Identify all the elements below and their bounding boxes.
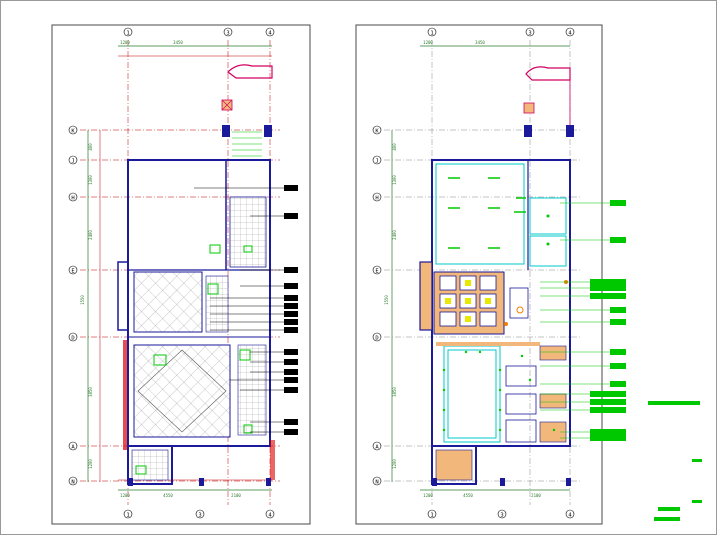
svg-text:2400: 2400 <box>88 230 93 240</box>
svg-text:1200: 1200 <box>88 459 93 469</box>
svg-text:1300: 1300 <box>392 175 397 185</box>
svg-text:3450: 3450 <box>173 40 183 45</box>
ceiling-plan-left: 1 3 4 1 3 4 K J H E D A N 1200 3450 <box>51 24 311 525</box>
sheet-frame <box>51 24 311 525</box>
grid-bubbles-top: 1 3 4 <box>123 27 275 37</box>
dimension-labels: 1200 3450 1200 4550 2100 400 1300 2400 1… <box>384 40 541 498</box>
svg-text:4: 4 <box>568 513 572 519</box>
grid-bubbles-top: 1 3 4 <box>427 27 575 37</box>
svg-text:3: 3 <box>226 31 229 37</box>
svg-text:4550: 4550 <box>463 493 473 498</box>
svg-text:3850: 3850 <box>88 387 93 397</box>
svg-text:J: J <box>71 159 74 165</box>
svg-text:H: H <box>375 196 378 202</box>
svg-text:2100: 2100 <box>231 493 241 498</box>
svg-text:4550: 4550 <box>163 493 173 498</box>
svg-text:400: 400 <box>88 143 93 151</box>
svg-text:4: 4 <box>268 31 272 37</box>
svg-text:2100: 2100 <box>531 493 541 498</box>
svg-text:1300: 1300 <box>88 175 93 185</box>
svg-text:3850: 3850 <box>392 387 397 397</box>
svg-text:N: N <box>375 480 378 486</box>
svg-text:K: K <box>375 129 379 135</box>
svg-text:1: 1 <box>126 31 129 37</box>
svg-text:1200: 1200 <box>120 40 130 45</box>
sheet-frame <box>355 24 603 525</box>
svg-text:1550: 1550 <box>80 295 85 305</box>
svg-text:400: 400 <box>392 143 397 151</box>
svg-text:3: 3 <box>528 31 531 37</box>
svg-text:2400: 2400 <box>392 230 397 240</box>
grid-bubbles-bottom: 1 3 4 <box>123 509 275 519</box>
svg-text:A: A <box>71 445 75 451</box>
svg-text:1550: 1550 <box>384 295 389 305</box>
svg-text:1: 1 <box>430 513 433 519</box>
svg-text:K: K <box>71 129 75 135</box>
grid-bubbles-bottom: 1 3 4 <box>427 509 575 519</box>
svg-text:N: N <box>71 480 74 486</box>
ceiling-plan-right: 1 3 4 1 3 4 K J H E D A N 1200 3450 1200… <box>355 24 626 525</box>
svg-text:D: D <box>71 336 74 342</box>
svg-text:3: 3 <box>500 513 503 519</box>
svg-text:4: 4 <box>268 513 272 519</box>
svg-text:D: D <box>375 336 378 342</box>
grid-bubbles-left: K J H E D A N <box>68 125 78 486</box>
svg-text:3: 3 <box>198 513 201 519</box>
svg-text:E: E <box>71 269 74 275</box>
dimension-labels: 1200 3450 1200 4550 2100 400 1300 2400 1… <box>80 40 241 498</box>
svg-text:1200: 1200 <box>423 493 433 498</box>
svg-text:4: 4 <box>568 31 572 37</box>
svg-text:1200: 1200 <box>392 459 397 469</box>
svg-text:1: 1 <box>430 31 433 37</box>
legend-marks <box>648 401 702 521</box>
grid-bubbles-left: K J H E D A N <box>372 125 382 486</box>
svg-text:3450: 3450 <box>475 40 485 45</box>
svg-text:A: A <box>375 445 379 451</box>
svg-text:E: E <box>375 269 378 275</box>
svg-text:1200: 1200 <box>423 40 433 45</box>
svg-text:J: J <box>375 159 378 165</box>
svg-text:1: 1 <box>126 513 129 519</box>
svg-text:1200: 1200 <box>120 493 130 498</box>
svg-text:H: H <box>71 196 74 202</box>
